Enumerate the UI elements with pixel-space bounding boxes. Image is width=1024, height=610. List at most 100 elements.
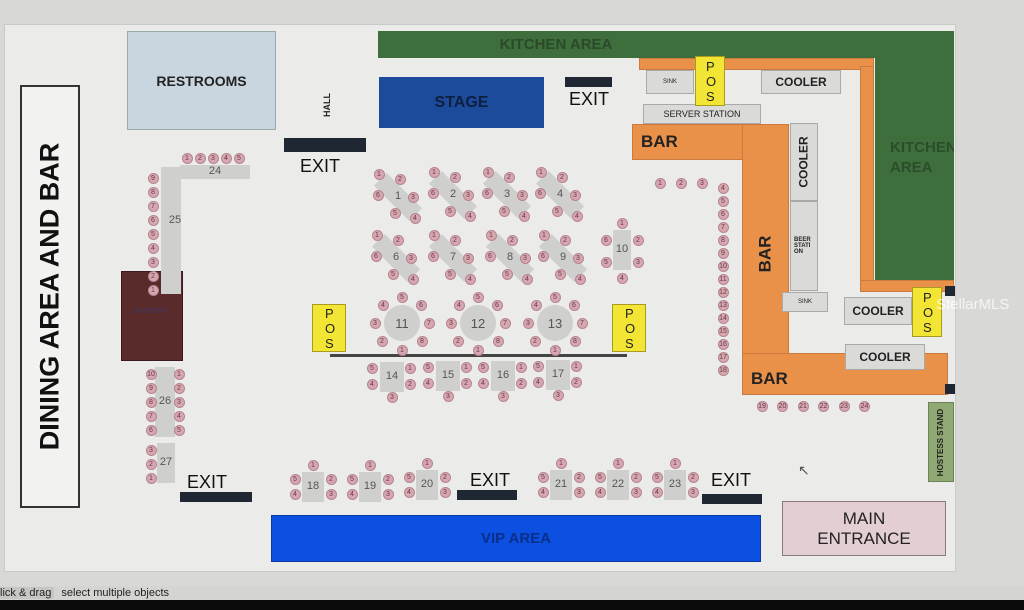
sink[interactable]: SINK [782, 292, 828, 312]
seat[interactable]: 4 [464, 210, 476, 222]
seat[interactable]: 1 [485, 229, 497, 241]
seat[interactable]: 6 [534, 187, 546, 199]
seat[interactable]: 2 [460, 377, 472, 389]
seat[interactable]: 2 [503, 171, 515, 183]
seat[interactable]: 1 [515, 361, 527, 373]
restrooms[interactable]: RESTROOMS [127, 31, 276, 130]
seat[interactable]: 5 [594, 471, 606, 483]
seat[interactable]: 6 [145, 424, 157, 436]
pos-terminal[interactable]: POS [612, 304, 646, 352]
seat[interactable]: 2 [570, 376, 582, 388]
seat[interactable]: 6 [481, 187, 493, 199]
table-14[interactable] [380, 362, 404, 392]
seat[interactable]: 5 [173, 424, 185, 436]
seat[interactable]: 8 [569, 335, 581, 347]
seat[interactable]: 2 [325, 473, 337, 485]
seat[interactable]: 1 [612, 457, 624, 469]
seat[interactable]: 5 [444, 205, 456, 217]
bar-seat[interactable]: 1 [654, 177, 666, 189]
bar-seat[interactable]: 13 [717, 299, 729, 311]
seat[interactable]: 5 [422, 361, 434, 373]
bar-vertical[interactable]: BAR [742, 124, 789, 384]
seat[interactable]: 5 [651, 471, 663, 483]
seat[interactable]: 3 [207, 152, 219, 164]
seat[interactable]: 8 [416, 335, 428, 347]
seat[interactable]: 4 [616, 272, 628, 284]
seat[interactable]: 8 [492, 335, 504, 347]
seat[interactable]: 2 [529, 335, 541, 347]
seat[interactable]: 3 [439, 486, 451, 498]
seat[interactable]: 5 [346, 473, 358, 485]
seat[interactable]: 5 [289, 473, 301, 485]
seat[interactable]: 4 [147, 242, 159, 254]
table-13[interactable] [537, 305, 573, 341]
seat[interactable]: 5 [551, 205, 563, 217]
seat[interactable]: 4 [346, 488, 358, 500]
seat[interactable]: 2 [449, 171, 461, 183]
cooler[interactable]: COOLER [790, 123, 818, 201]
table-12[interactable] [460, 305, 496, 341]
bar-seat[interactable]: 5 [717, 195, 729, 207]
bar-seat[interactable]: 15 [717, 325, 729, 337]
seat[interactable]: 5 [600, 256, 612, 268]
seat[interactable]: 2 [515, 377, 527, 389]
seat[interactable]: 3 [173, 396, 185, 408]
seat[interactable]: 1 [549, 344, 561, 356]
seat[interactable]: 3 [445, 317, 457, 329]
seat[interactable]: 3 [687, 486, 699, 498]
table-10[interactable] [613, 230, 631, 270]
seat[interactable]: 6 [568, 299, 580, 311]
seat[interactable]: 5 [387, 268, 399, 280]
seat[interactable]: 3 [405, 252, 417, 264]
seat[interactable]: 5 [549, 291, 561, 303]
seat[interactable]: 9 [147, 172, 159, 184]
seat[interactable]: 3 [497, 390, 509, 402]
seat[interactable]: 4 [574, 273, 586, 285]
seat[interactable]: 4 [518, 210, 530, 222]
table-15[interactable] [436, 361, 460, 391]
bar-seat[interactable]: 7 [717, 221, 729, 233]
seat[interactable]: 3 [325, 488, 337, 500]
seat[interactable]: 3 [569, 189, 581, 201]
seat[interactable]: 1 [460, 361, 472, 373]
seat[interactable]: 1 [404, 362, 416, 374]
table-27[interactable] [157, 443, 175, 483]
table-24[interactable] [180, 165, 250, 179]
sink[interactable]: SINK [646, 70, 694, 94]
pos-terminal[interactable]: POS [695, 56, 725, 106]
seat[interactable]: 1 [570, 360, 582, 372]
seat[interactable]: 4 [453, 299, 465, 311]
seat[interactable]: 4 [366, 378, 378, 390]
seat[interactable]: 1 [538, 229, 550, 241]
vip-area[interactable]: VIP AREA [271, 515, 761, 562]
seat[interactable]: 3 [552, 389, 564, 401]
bar-seat[interactable]: 16 [717, 338, 729, 350]
seat[interactable]: 1 [428, 166, 440, 178]
seat[interactable]: 2 [392, 234, 404, 246]
seat[interactable]: 1 [371, 229, 383, 241]
seat[interactable]: 1 [364, 459, 376, 471]
seat[interactable]: 6 [600, 234, 612, 246]
bar-seat[interactable]: 12 [717, 286, 729, 298]
seat[interactable]: 1 [472, 344, 484, 356]
bar-seat[interactable]: 14 [717, 312, 729, 324]
seat[interactable]: 2 [147, 270, 159, 282]
seat[interactable]: 2 [630, 471, 642, 483]
seat[interactable]: 1 [482, 166, 494, 178]
seat[interactable]: 3 [462, 189, 474, 201]
seat[interactable]: 8 [147, 186, 159, 198]
seat[interactable]: 5 [396, 291, 408, 303]
seat[interactable]: 3 [516, 189, 528, 201]
seat[interactable]: 3 [630, 486, 642, 498]
bar-seat[interactable]: 8 [717, 234, 729, 246]
seat[interactable]: 5 [233, 152, 245, 164]
seat[interactable]: 5 [472, 291, 484, 303]
pos-terminal[interactable]: POS [912, 287, 942, 337]
pos-terminal[interactable]: POS [312, 304, 346, 352]
seat[interactable]: 1 [555, 457, 567, 469]
seat[interactable]: 2 [632, 234, 644, 246]
seat[interactable]: 5 [389, 207, 401, 219]
seat[interactable]: 3 [572, 252, 584, 264]
seat[interactable]: 2 [145, 458, 157, 470]
bar-seat[interactable]: 23 [838, 400, 850, 412]
